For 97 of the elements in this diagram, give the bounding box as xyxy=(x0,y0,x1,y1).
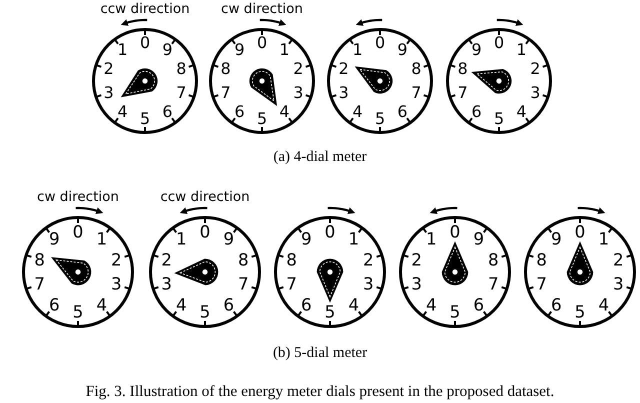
dial-number: 0 xyxy=(450,223,460,240)
dial-number: 9 xyxy=(48,230,60,248)
dial-number: 6 xyxy=(48,296,60,313)
dial-number: 2 xyxy=(104,61,114,78)
dial-number: 6 xyxy=(472,104,482,120)
dial-number: 4 xyxy=(348,296,360,313)
dial-number: 8 xyxy=(34,251,45,268)
dial-number: 7 xyxy=(536,276,547,293)
dial-number: 6 xyxy=(550,296,562,313)
dial-number: 8 xyxy=(220,61,231,78)
subfigure-caption: (b) 5-dial meter xyxy=(272,346,368,361)
direction-label: ccw direction xyxy=(160,191,250,204)
dial-number: 0 xyxy=(200,223,210,240)
dial-number: 0 xyxy=(256,34,268,51)
dial-number: 4 xyxy=(516,104,526,120)
dial-number: 2 xyxy=(111,251,122,268)
dial-number: 6 xyxy=(223,296,234,313)
dial-number: 7 xyxy=(34,276,45,293)
dial-number: 9 xyxy=(397,42,408,58)
dial-number: 8 xyxy=(176,61,186,78)
dial-number: 1 xyxy=(426,230,437,248)
dial-number: 3 xyxy=(530,84,540,101)
dial-number: 0 xyxy=(374,34,386,51)
dial-number: 5 xyxy=(494,111,504,128)
dial-number: 5 xyxy=(72,304,84,321)
dial-number: 3 xyxy=(104,84,114,101)
direction-label: cw direction xyxy=(37,191,119,204)
dial-number: 8 xyxy=(238,251,249,268)
dial-number: 4 xyxy=(118,104,128,120)
dial-number: 4 xyxy=(96,296,108,313)
dial-number: 1 xyxy=(118,42,128,58)
dial-number: 8 xyxy=(536,251,547,268)
dial-number: 3 xyxy=(363,276,374,293)
dial-number: 6 xyxy=(397,104,408,120)
dial-number: 1 xyxy=(176,230,187,248)
dial-number: 6 xyxy=(234,104,245,120)
dial-number: 8 xyxy=(411,61,422,78)
dial-number: 3 xyxy=(161,276,172,293)
dial-number: 2 xyxy=(411,251,422,268)
dial-number: 9 xyxy=(223,230,234,248)
dial-number: 2 xyxy=(338,61,349,78)
dial-number: 7 xyxy=(411,84,422,101)
dial-number: 7 xyxy=(286,276,297,293)
dial-number: 1 xyxy=(96,230,108,248)
dial-number: 5 xyxy=(324,304,336,321)
dial-number: 0 xyxy=(324,223,336,240)
dial-number: 3 xyxy=(338,84,349,101)
dial-number: 5 xyxy=(450,304,460,321)
dial-number: 9 xyxy=(234,42,245,58)
dial-number: 5 xyxy=(574,304,586,321)
dial-number: 7 xyxy=(238,276,249,293)
dial-number: 5 xyxy=(200,304,210,321)
dial-number: 5 xyxy=(140,111,150,128)
dial-number: 4 xyxy=(426,296,437,313)
dial-number: 3 xyxy=(411,276,422,293)
dial-number: 7 xyxy=(488,276,499,293)
dial-number: 1 xyxy=(598,230,610,248)
direction-label: cw direction xyxy=(221,3,303,16)
dial-number: 0 xyxy=(494,34,504,51)
dial-number: 4 xyxy=(352,104,363,120)
dial-number: 7 xyxy=(458,84,468,101)
dial-number: 2 xyxy=(293,61,304,78)
dial-number: 9 xyxy=(162,42,172,58)
dial-number: 1 xyxy=(516,42,526,58)
dial-number: 8 xyxy=(458,61,468,78)
dial-number: 9 xyxy=(550,230,562,248)
dial-number: 9 xyxy=(472,42,482,58)
dial-number: 6 xyxy=(473,296,484,313)
dial-number: 7 xyxy=(220,84,231,101)
figure-caption: Fig. 3. Illustration of the energy meter dials present in the proposed dataset. xyxy=(86,384,554,400)
dial-number: 2 xyxy=(613,251,624,268)
dial-number: 8 xyxy=(286,251,297,268)
dial-number: 2 xyxy=(161,251,172,268)
dial-number: 6 xyxy=(300,296,312,313)
dial-number: 1 xyxy=(348,230,360,248)
direction-label: ccw direction xyxy=(100,3,190,16)
dial-number: 6 xyxy=(162,104,172,120)
dial-number: 2 xyxy=(363,251,374,268)
dial-number: 3 xyxy=(293,84,304,101)
dial-number: 7 xyxy=(176,84,186,101)
dial-number: 8 xyxy=(488,251,499,268)
dial-number: 0 xyxy=(140,34,150,51)
dial-number: 1 xyxy=(279,42,290,58)
dial-number: 3 xyxy=(613,276,624,293)
dial-number: 2 xyxy=(530,61,540,78)
dial-number: 4 xyxy=(279,104,290,120)
dial-number: 9 xyxy=(300,230,312,248)
dial-number: 3 xyxy=(111,276,122,293)
dial-number: 4 xyxy=(176,296,187,313)
dial-number: 0 xyxy=(574,223,586,240)
subfigure-caption: (a) 4-dial meter xyxy=(273,150,367,165)
dial-number: 5 xyxy=(256,111,268,128)
dial-number: 9 xyxy=(473,230,484,248)
dial-number: 1 xyxy=(352,42,363,58)
dial-number: 5 xyxy=(374,111,386,128)
dial-number: 0 xyxy=(72,223,84,240)
dial-number: 4 xyxy=(598,296,610,313)
